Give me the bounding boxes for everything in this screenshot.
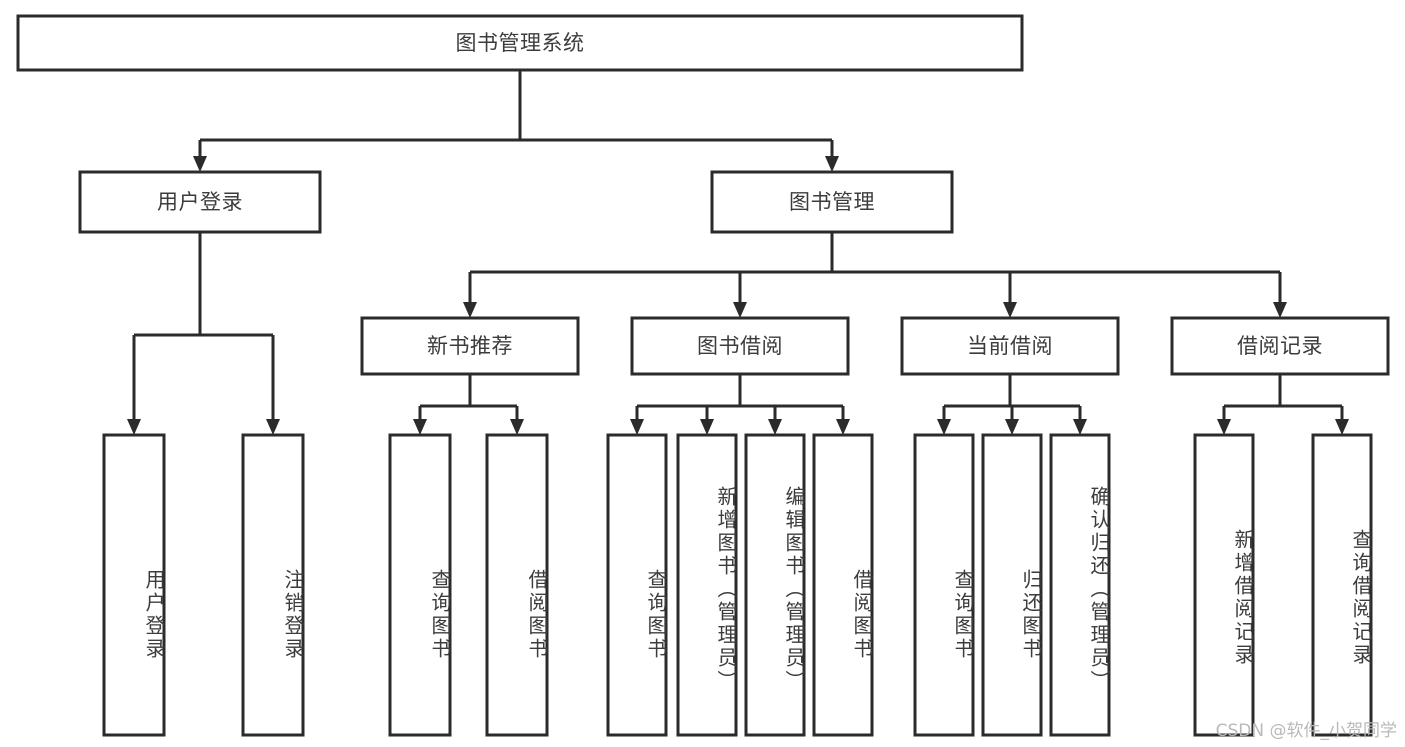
node-box-l3-3[interactable] xyxy=(1170,316,1390,376)
node-box-l3-1[interactable] xyxy=(630,316,850,376)
arrow-head-icon xyxy=(937,419,951,435)
arrow-head-icon xyxy=(266,419,280,435)
node-box-leaf-10[interactable] xyxy=(1049,433,1111,737)
arrow-head-icon xyxy=(1273,302,1287,318)
node-box-l3-2[interactable] xyxy=(900,316,1120,376)
node-box-leaf-11[interactable] xyxy=(1193,433,1255,737)
arrow-head-icon xyxy=(733,302,747,318)
node-box-l2-0[interactable] xyxy=(78,170,322,234)
node-box-leaf-0[interactable] xyxy=(102,433,166,737)
arrow-head-icon xyxy=(1003,302,1017,318)
node-box-leaf-4[interactable] xyxy=(606,433,668,737)
node-box-l2-1[interactable] xyxy=(710,170,954,234)
arrow-head-icon xyxy=(463,302,477,318)
node-box-leaf-1[interactable] xyxy=(241,433,305,737)
node-box-leaf-8[interactable] xyxy=(913,433,975,737)
arrow-head-icon xyxy=(413,419,427,435)
connector-edges-layer xyxy=(127,70,1349,435)
node-box-leaf-9[interactable] xyxy=(981,433,1043,737)
arrow-head-icon xyxy=(836,419,850,435)
arrow-head-icon xyxy=(127,419,141,435)
node-box-l3-0[interactable] xyxy=(360,316,580,376)
arrow-head-icon xyxy=(768,419,782,435)
arrow-head-icon xyxy=(825,156,839,172)
arrow-head-icon xyxy=(700,419,714,435)
node-box-leaf-7[interactable] xyxy=(812,433,874,737)
node-boxes-layer xyxy=(16,14,1390,737)
arrow-head-icon xyxy=(1335,419,1349,435)
node-box-root-0[interactable] xyxy=(16,14,1024,72)
node-box-leaf-12[interactable] xyxy=(1311,433,1373,737)
node-box-leaf-3[interactable] xyxy=(485,433,549,737)
node-box-leaf-6[interactable] xyxy=(744,433,806,737)
arrow-head-icon xyxy=(1217,419,1231,435)
arrow-head-icon xyxy=(193,156,207,172)
arrow-head-icon xyxy=(630,419,644,435)
node-box-leaf-5[interactable] xyxy=(676,433,738,737)
node-box-leaf-2[interactable] xyxy=(388,433,452,737)
arrow-head-icon xyxy=(1005,419,1019,435)
arrow-head-icon xyxy=(510,419,524,435)
arrow-head-icon xyxy=(1073,419,1087,435)
